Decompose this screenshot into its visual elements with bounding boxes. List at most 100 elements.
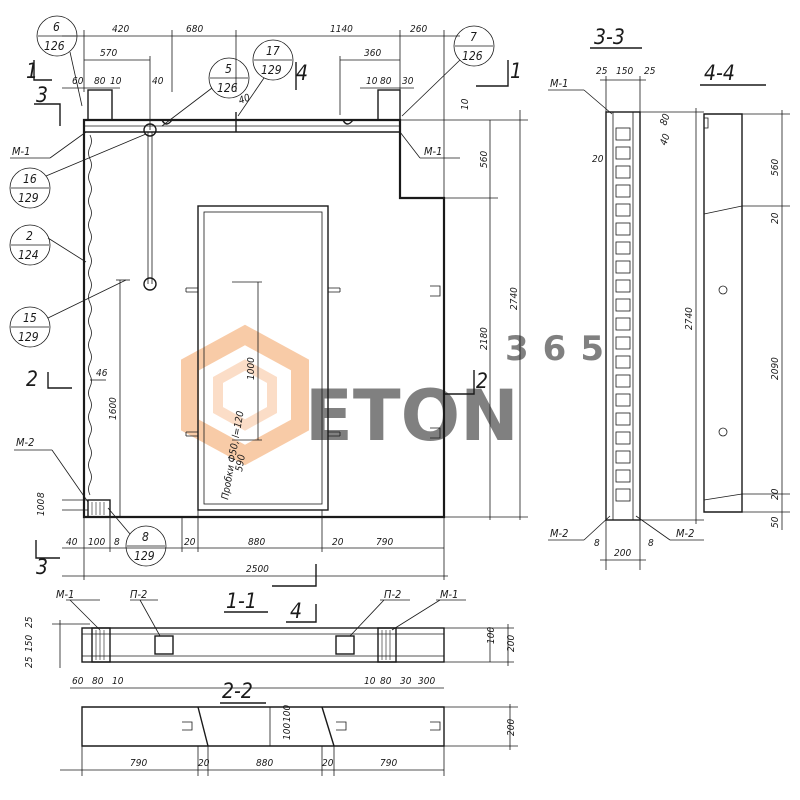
section-1-1-title: 1-1 (226, 589, 257, 613)
section-1-1-m1-left (91, 627, 111, 663)
rod-bottom-ring (143, 277, 157, 291)
s11-dim-200: 200 (506, 635, 517, 652)
panel-outline (82, 118, 446, 519)
main-view: 420 680 1140 260 570 360 60 80 10 40 10 … (9, 15, 528, 587)
s44-dim-560: 560 (770, 159, 781, 176)
dim-46: 46 (96, 368, 108, 379)
dim-b20b: 20 (332, 537, 344, 548)
section-2-2: 2-2 790 20 880 20 790 200 100 100 (60, 679, 518, 776)
callout-17-129: 17 129 (237, 39, 294, 117)
dim-8: 8 (36, 492, 47, 498)
s11-dim-10: 10 (112, 676, 124, 687)
s11-dim-60: 60 (72, 676, 84, 687)
s33-block (615, 336, 631, 350)
s44-dim-50: 50 (770, 516, 781, 528)
s11-dim-100: 100 (486, 627, 497, 644)
s33-block (615, 184, 631, 198)
callout-16-129: 16 129 (9, 133, 147, 209)
s33-block (615, 355, 631, 369)
svg-text:126: 126 (217, 81, 238, 95)
marker-3-bottom: 3 (36, 555, 48, 579)
hook-left (161, 119, 173, 125)
s33-block (615, 298, 631, 312)
top-left-block (87, 89, 113, 121)
svg-text:126: 126 (44, 39, 65, 53)
s33-block (615, 450, 631, 464)
callout-5-126: 5 126 (161, 57, 250, 127)
s33-block (615, 260, 631, 274)
s22-dim-100b: 100 (282, 705, 293, 722)
s33-block (615, 431, 631, 445)
top-dimension-lines (62, 30, 460, 198)
dim-420: 420 (112, 24, 129, 35)
s33-dim-80: 80 (658, 112, 672, 127)
callout-2-124: 2 124 (9, 224, 87, 266)
marker-2-right: 2 (476, 369, 488, 393)
opening-inner (203, 211, 323, 505)
marker-4: 4 (296, 61, 308, 85)
s33-block (615, 279, 631, 293)
svg-text:8: 8 (142, 530, 149, 544)
section-4-4: 4-4 560 20 2090 20 50 (700, 61, 790, 530)
part-m2: М-2 (16, 436, 34, 449)
s44-hole-top (718, 285, 728, 295)
s22-dim-790-right: 790 (380, 758, 397, 769)
dim-100: 100 (36, 499, 47, 516)
dim-1140: 1140 (330, 24, 353, 35)
dim-80: 80 (94, 76, 106, 87)
callout-8-129: 8 129 (107, 507, 167, 567)
bottom-dimension-lines (62, 510, 448, 580)
svg-text:126: 126 (462, 49, 483, 63)
svg-text:129: 129 (18, 330, 39, 344)
s33-block (615, 146, 631, 160)
dim-30: 30 (402, 76, 414, 87)
s33-dim-20: 20 (592, 154, 604, 165)
s33-dim-8-left: 8 (594, 538, 600, 549)
s33-block (615, 127, 631, 141)
s33-block (615, 469, 631, 483)
marker-2-left: 2 (26, 367, 38, 391)
dim-360: 360 (364, 48, 381, 59)
s33-block (615, 165, 631, 179)
top-beam (83, 120, 400, 133)
section-4-4-body (703, 113, 743, 513)
s22-dim-790-left: 790 (130, 758, 147, 769)
s11-part-p2-left: П-2 (130, 588, 147, 601)
section-4-4-title: 4-4 (704, 61, 735, 85)
marker-1-left: 1 (26, 59, 38, 83)
section-2-2-opening (197, 706, 335, 747)
dim-10: 10 (110, 76, 122, 87)
s11-dim-300: 300 (418, 676, 435, 687)
left-dimension-lines (62, 279, 262, 517)
marker-3-top: 3 (36, 83, 48, 107)
s33-block (615, 203, 631, 217)
svg-text:124: 124 (18, 248, 39, 262)
opening-outer (197, 205, 329, 511)
hook-right (342, 119, 354, 125)
svg-text:129: 129 (261, 63, 282, 77)
s44-hole-bottom (718, 427, 728, 437)
bottom-left-block (87, 499, 111, 518)
s33-block (615, 393, 631, 407)
dim-60: 60 (72, 76, 84, 87)
section-3-3-title: 3-3 (594, 25, 625, 49)
s33-block (615, 412, 631, 426)
svg-text:2: 2 (26, 229, 33, 243)
s33-dim-150: 150 (616, 66, 633, 77)
dim-80b: 80 (380, 76, 392, 87)
callout-6-126: 6 126 (36, 15, 83, 107)
s22-dim-100a: 100 (282, 723, 293, 740)
s11-part-m1-right: М-1 (440, 588, 458, 601)
s33-dim-25a: 25 (596, 66, 608, 77)
dim-1000: 1000 (246, 357, 257, 380)
dim-b790: 790 (376, 537, 393, 548)
s11-dim-10b: 10 (364, 676, 376, 687)
s33-block (615, 317, 631, 331)
s33-block (615, 488, 631, 502)
svg-text:7: 7 (470, 30, 477, 44)
svg-text:15: 15 (23, 311, 37, 325)
dim-590: 590 (234, 453, 248, 472)
section-2-2-body (81, 706, 445, 747)
watermark-text: ETON (305, 375, 519, 457)
